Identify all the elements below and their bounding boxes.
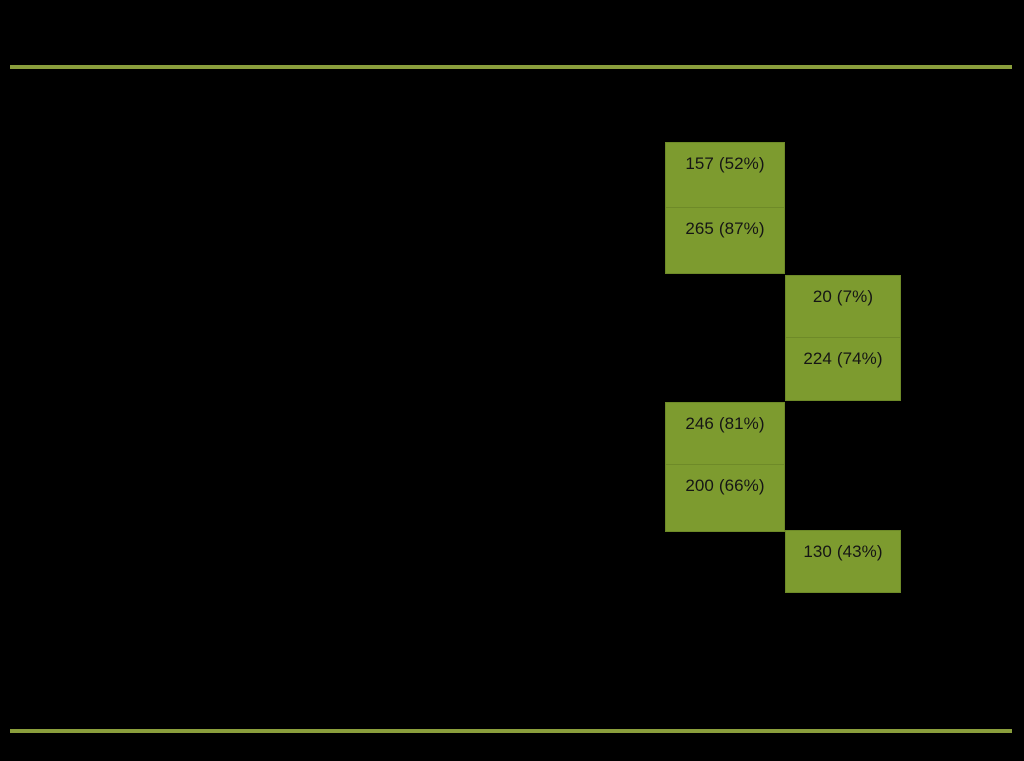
value-cell: 224 (74%): [785, 337, 901, 401]
value-cell: 265 (87%): [665, 207, 785, 274]
value-cell: 246 (81%): [665, 402, 785, 465]
value-cell: 130 (43%): [785, 530, 901, 593]
bottom-divider-rule: [10, 729, 1012, 733]
value-cell: 20 (7%): [785, 275, 901, 338]
top-divider-rule: [10, 65, 1012, 69]
value-cell: 157 (52%): [665, 142, 785, 208]
value-cell: 200 (66%): [665, 464, 785, 532]
